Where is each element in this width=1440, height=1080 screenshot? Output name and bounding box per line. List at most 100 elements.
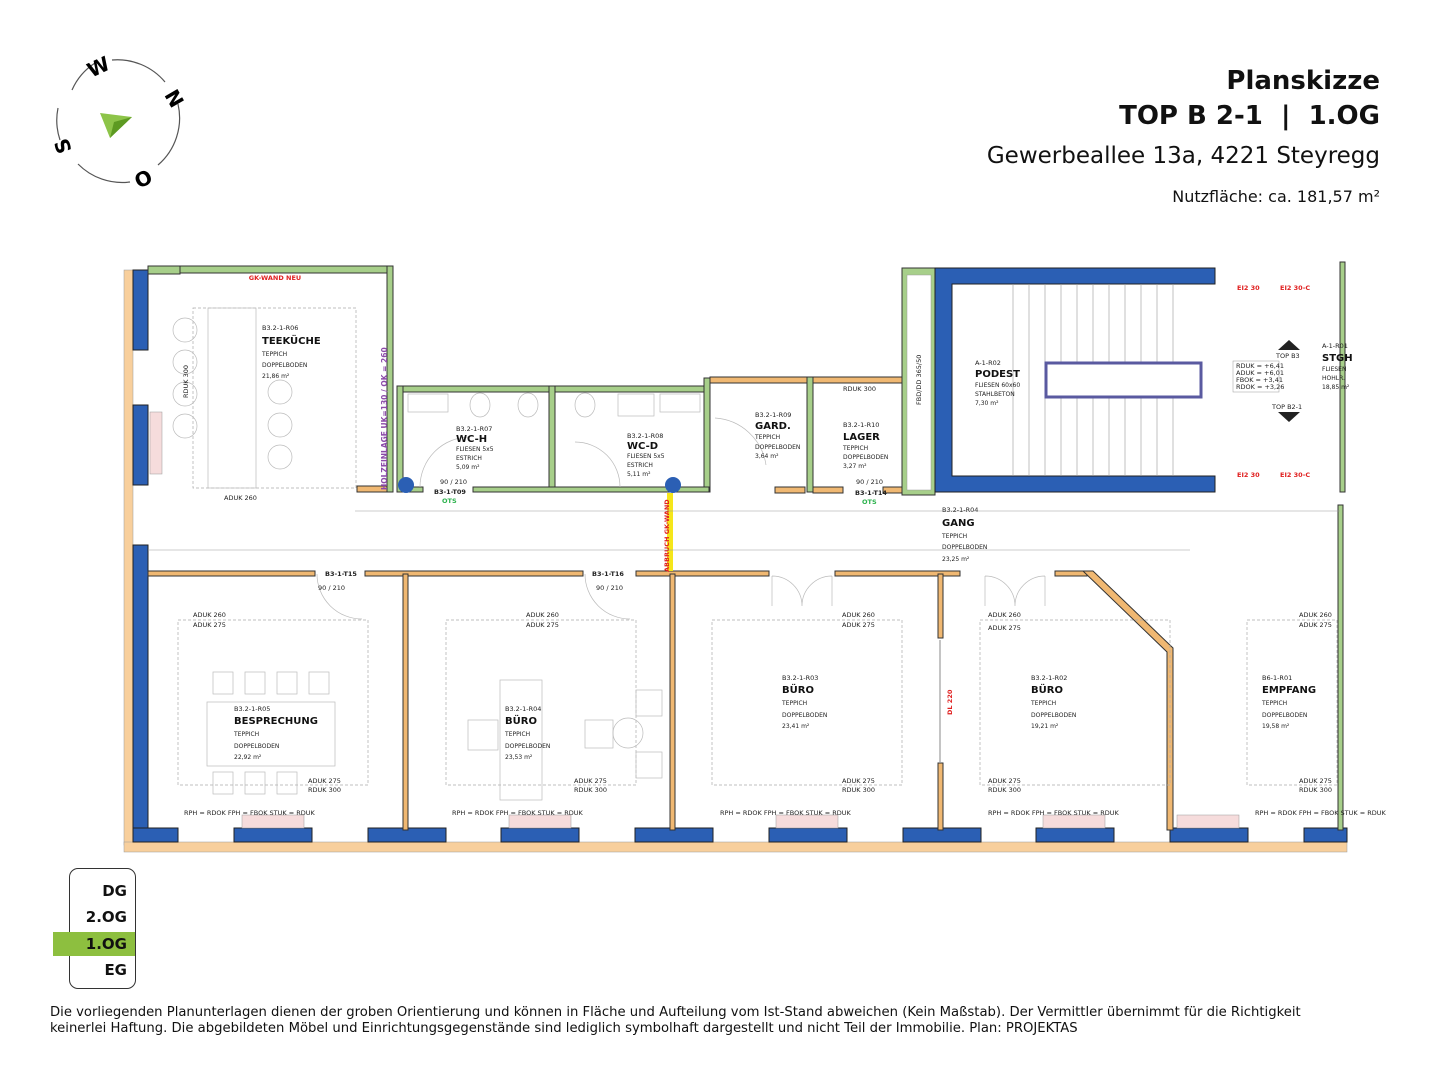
svg-text:ADUK 260: ADUK 260 <box>988 611 1021 619</box>
partition-wall <box>402 573 409 831</box>
floor-1og[interactable]: 1.OG <box>53 932 135 956</box>
partition-wall <box>669 573 676 831</box>
svg-text:B3-1-T16: B3-1-T16 <box>592 570 624 578</box>
room-name: WC-H <box>456 434 487 445</box>
demolition-wall <box>667 493 673 571</box>
room-wc-h: B3.2-1-R07 WC-H FLIESEN 5x5 ESTRICH 5,09… <box>456 425 494 471</box>
room-floor: FLIESEN 5x5 <box>627 453 665 460</box>
label-top-b3: TOP B3 <box>1275 352 1300 360</box>
corridor-walls <box>147 570 1088 577</box>
room-area: 19,21 m² <box>1031 723 1059 730</box>
room-name: BÜRO <box>782 682 814 696</box>
room-id: B3.2-1-R04 <box>942 506 978 514</box>
facade-strip-left <box>123 269 134 846</box>
svg-text:RDUK 300: RDUK 300 <box>988 786 1021 794</box>
note-gk-wand-neu: GK-WAND NEU <box>249 274 301 282</box>
room-buero-r03: B3.2-1-R03 BÜRO TEPPICH DOPPELBODEN 23,4… <box>781 674 827 730</box>
compass-n: N <box>160 85 189 112</box>
door-swing <box>714 417 767 466</box>
room-area: 3,27 m² <box>843 463 867 470</box>
svg-text:ADUK 275: ADUK 275 <box>988 624 1021 632</box>
compass-arc <box>77 163 131 184</box>
downpipe-icon <box>665 477 681 493</box>
svg-text:RPH = RDOK FPH = FBOK STUK =: RPH = RDOK FPH = FBOK STUK = RDUK <box>452 809 583 817</box>
room-base: DOPPELBODEN <box>843 454 888 461</box>
partition-wall <box>356 485 388 493</box>
note-rduk: RDUK 300 <box>843 385 876 393</box>
room-name: EMPFANG <box>1262 685 1316 696</box>
compass: W N O S <box>49 51 188 193</box>
compass-w: W <box>83 51 113 82</box>
room-stgh: A-1-R01 STGH FLIESEN HOHLR. 18,85 m² <box>1322 342 1353 391</box>
room-area: 18,85 m² <box>1322 384 1350 391</box>
compass-arc <box>157 103 181 166</box>
room-area: 5,11 m² <box>627 471 651 478</box>
room-floor: TEPPICH <box>504 731 530 738</box>
exterior-wall <box>132 404 149 486</box>
svg-text:RPH = RDOK FPH = FBOK STUK =: RPH = RDOK FPH = FBOK STUK = RDUK <box>1255 809 1386 817</box>
room-floor: FLIESEN <box>1322 366 1346 373</box>
svg-text:ADUK 275: ADUK 275 <box>842 777 875 785</box>
svg-text:ADUK 260: ADUK 260 <box>526 611 559 619</box>
diagonal-wall <box>1081 570 1174 831</box>
svg-text:RDUK 300: RDUK 300 <box>1299 786 1332 794</box>
stair-exterior-wall <box>934 267 1216 493</box>
room-floor: TEPPICH <box>842 445 868 452</box>
exterior-wall <box>132 269 149 351</box>
floor-eg[interactable]: EG <box>104 961 127 979</box>
partition-wall <box>774 486 806 494</box>
svg-text:OTS: OTS <box>442 497 457 505</box>
partition-wall <box>937 762 944 831</box>
arrow-down-icon <box>1278 412 1300 422</box>
room-name: BESPRECHUNG <box>234 716 318 727</box>
drywall <box>806 376 814 493</box>
page-title: Planskizze <box>1226 66 1380 96</box>
svg-text:RDUK 300: RDUK 300 <box>574 786 607 794</box>
room-base: ESTRICH <box>627 462 653 469</box>
note-aduk: ADUK 260 <box>224 494 257 502</box>
svg-text:RDUK 300: RDUK 300 <box>842 786 875 794</box>
address: Gewerbeallee 13a, 4221 Steyregg <box>986 143 1380 169</box>
door-swings <box>316 573 1046 620</box>
room-base: DOPPELBODEN <box>782 712 827 719</box>
disclaimer-line: Die vorliegenden Planunterlagen dienen d… <box>50 1005 1301 1020</box>
svg-text:ADUK 275: ADUK 275 <box>308 777 341 785</box>
room-name: BÜRO <box>505 713 537 727</box>
disclaimer: Die vorliegenden Planunterlagen dienen d… <box>50 1005 1400 1037</box>
svg-text:RPH = RDOK FPH = FBOK STUK =: RPH = RDOK FPH = FBOK STUK = RDUK <box>184 809 315 817</box>
room-name: TEEKÜCHE <box>262 333 321 347</box>
svg-text:ADUK 275: ADUK 275 <box>1299 777 1332 785</box>
shaft <box>906 274 932 491</box>
svg-text:RPH = RDOK FPH = FBOK STUK =: RPH = RDOK FPH = FBOK STUK = RDUK <box>720 809 851 817</box>
room-name: GANG <box>942 518 975 529</box>
partition-wall <box>812 486 844 494</box>
floor-dg[interactable]: DG <box>102 882 127 900</box>
room-area: 22,92 m² <box>234 754 262 761</box>
room-name: BÜRO <box>1031 682 1063 696</box>
room-gard: B3.2-1-R09 GARD. TEPPICH DOPPELBODEN 3,6… <box>754 411 800 460</box>
room-base: DOPPELBODEN <box>755 444 800 451</box>
room-floor: FLIESEN 5x5 <box>456 446 494 453</box>
room-id: B3.2-1-R07 <box>456 425 492 433</box>
drywall <box>472 486 710 493</box>
svg-text:ADUK 275: ADUK 275 <box>1299 621 1332 629</box>
downpipe-icon <box>398 477 414 493</box>
room-id: B3.2-1-R03 <box>782 674 818 682</box>
drywall <box>703 377 711 493</box>
compass-arc <box>111 59 166 83</box>
floor-2og[interactable]: 2.OG <box>85 908 127 926</box>
drywall <box>147 265 181 275</box>
room-name: LAGER <box>843 432 880 443</box>
note-ei30c: EI2 30-C <box>1280 284 1310 292</box>
drywall-new <box>179 265 394 274</box>
exterior-wall <box>132 544 149 846</box>
north-arrow-icon <box>100 113 132 138</box>
svg-text:RPH = RDOK FPH = FBOK STUK =: RPH = RDOK FPH = FBOK STUK = RDUK <box>988 809 1119 817</box>
note-abbruch: ABBRUCH GK-WAND <box>663 499 671 572</box>
room-floor: TEPPICH <box>233 731 259 738</box>
room-teekueche: B3.2-1-R06 TEEKÜCHE TEPPICH DOPPELBODEN … <box>261 324 321 380</box>
compass-o: O <box>131 164 157 193</box>
